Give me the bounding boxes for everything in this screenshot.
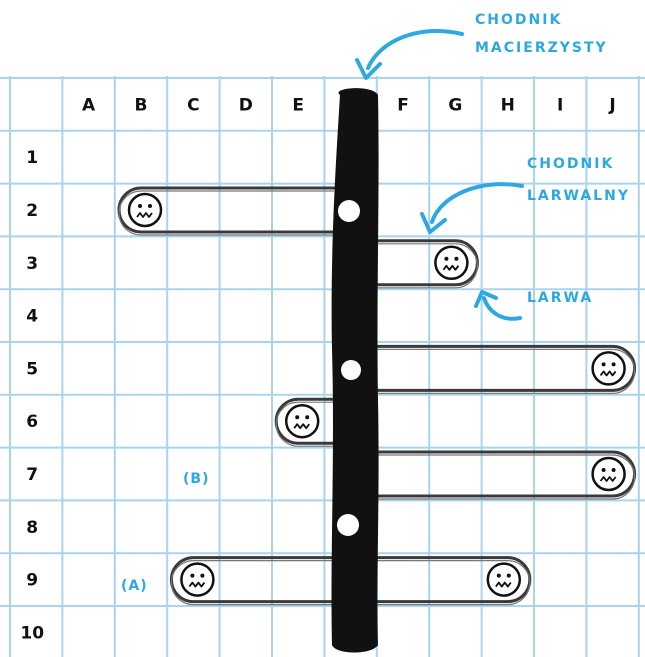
row-header-7: 7 bbox=[26, 465, 38, 485]
column-header-h: H bbox=[501, 95, 515, 115]
larva-body bbox=[286, 405, 318, 437]
row-header-4: 4 bbox=[26, 307, 38, 327]
row-header-9: 9 bbox=[26, 571, 38, 591]
larva-face-icon bbox=[593, 352, 625, 384]
curved-arrow-icon bbox=[432, 184, 522, 222]
label-parent-gallery-line1: CHODNIK bbox=[475, 12, 562, 28]
air-hole bbox=[341, 360, 361, 380]
label-larval-gallery-line1: CHODNIK bbox=[527, 156, 614, 172]
larva-body bbox=[488, 564, 520, 596]
larva-body bbox=[435, 247, 467, 279]
row-header-3: 3 bbox=[26, 254, 38, 274]
larva-body bbox=[593, 352, 625, 384]
larva-eye bbox=[295, 415, 299, 419]
column-header-b: B bbox=[135, 95, 148, 115]
label-parent-gallery-line2: MACIERZYSTY bbox=[475, 40, 608, 56]
row-header-6: 6 bbox=[26, 412, 38, 432]
column-header-e: E bbox=[292, 95, 304, 115]
column-header-a: A bbox=[82, 95, 96, 115]
column-header-i: I bbox=[557, 95, 563, 115]
larva-face-icon bbox=[593, 458, 625, 490]
larva-eye bbox=[305, 415, 309, 419]
larva-eye bbox=[602, 468, 606, 472]
larva-eye bbox=[612, 362, 616, 366]
air-hole bbox=[338, 200, 360, 222]
larva-eye bbox=[200, 574, 204, 578]
larva-face-icon bbox=[129, 194, 161, 226]
larva-eye bbox=[138, 204, 142, 208]
larva-face-icon bbox=[435, 247, 467, 279]
column-header-j: J bbox=[608, 95, 615, 115]
larva-eye bbox=[444, 257, 448, 261]
row-header-10: 10 bbox=[20, 623, 44, 643]
column-header-g: G bbox=[448, 95, 462, 115]
larva-eye bbox=[497, 574, 501, 578]
row-header-2: 2 bbox=[26, 201, 38, 221]
larva-body bbox=[129, 194, 161, 226]
marker-b: (B) bbox=[183, 471, 209, 487]
larva-eye bbox=[148, 204, 152, 208]
larva-eye bbox=[612, 468, 616, 472]
larva-eye bbox=[507, 574, 511, 578]
label-larval-gallery-line2: LARWALNY bbox=[527, 188, 630, 204]
column-header-f: F bbox=[397, 95, 409, 115]
curved-arrow-icon bbox=[484, 298, 520, 319]
row-header-1: 1 bbox=[26, 148, 38, 168]
air-hole bbox=[337, 514, 359, 536]
annotation-larval-gallery: CHODNIK LARWALNY bbox=[422, 156, 630, 232]
larva-eye bbox=[602, 362, 606, 366]
label-larva: LARWA bbox=[527, 290, 593, 306]
row-header-5: 5 bbox=[26, 359, 38, 379]
larva-face-icon bbox=[488, 564, 520, 596]
annotation-parent-gallery: CHODNIK MACIERZYSTY bbox=[357, 12, 608, 78]
larva-body bbox=[181, 564, 213, 596]
column-header-d: D bbox=[239, 95, 253, 115]
larva-eye bbox=[454, 257, 458, 261]
parent-gallery bbox=[332, 88, 379, 652]
curved-arrow-icon bbox=[368, 31, 462, 68]
column-header-c: C bbox=[187, 95, 199, 115]
larva-eye bbox=[190, 574, 194, 578]
marker-a: (A) bbox=[121, 578, 148, 594]
larva-face-icon bbox=[286, 405, 318, 437]
larva-body bbox=[593, 458, 625, 490]
row-header-8: 8 bbox=[26, 518, 38, 538]
larva-face-icon bbox=[181, 564, 213, 596]
